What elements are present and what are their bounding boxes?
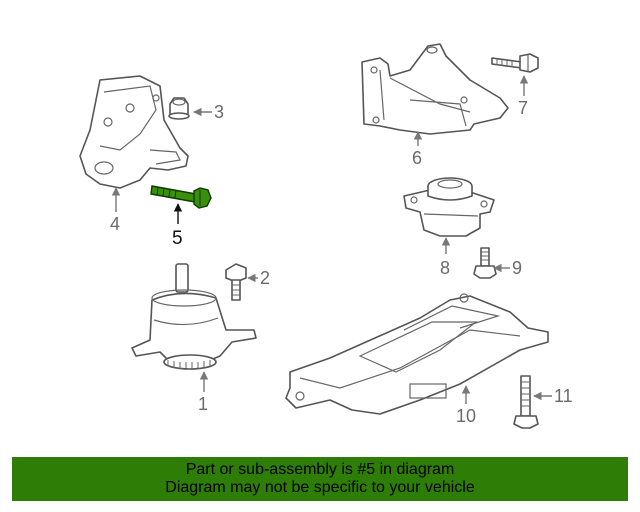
banner-line-disclaimer: Diagram may not be specific to your vehi… xyxy=(165,479,475,496)
part-2-stud[interactable] xyxy=(225,263,247,301)
callout-1: 1 xyxy=(198,394,208,414)
callout-5-highlighted: 5 xyxy=(172,228,183,249)
callout-4: 4 xyxy=(110,214,120,234)
parts-diagram: 1 2 3 4 5 6 7 8 9 10 11 xyxy=(79,43,573,429)
info-banner: Part or sub-assembly is #5 in diagram Di… xyxy=(12,457,628,501)
callout-3: 3 xyxy=(214,102,224,122)
part-7-bolt[interactable] xyxy=(491,53,539,73)
part-3-nut[interactable] xyxy=(168,97,190,120)
part-9-bolt[interactable] xyxy=(473,247,497,279)
callout-2: 2 xyxy=(260,268,270,288)
part-1-engine-mount[interactable] xyxy=(131,263,257,370)
part-11-bolt[interactable] xyxy=(513,375,539,429)
callout-9: 9 xyxy=(512,258,522,278)
part-8-transmission-mount[interactable] xyxy=(403,177,495,237)
callout-11: 11 xyxy=(554,386,573,406)
callout-6: 6 xyxy=(412,148,422,168)
callout-7: 7 xyxy=(518,98,528,118)
banner-line-part-number: Part or sub-assembly is #5 in diagram xyxy=(185,461,455,478)
part-5-bolt[interactable] xyxy=(150,185,212,209)
part-6-transmission-bracket[interactable] xyxy=(361,43,509,135)
callout-8: 8 xyxy=(440,258,450,278)
callout-10: 10 xyxy=(456,406,476,426)
part-4-mount-bracket[interactable] xyxy=(79,75,189,189)
part-10-crossmember[interactable] xyxy=(285,293,549,415)
